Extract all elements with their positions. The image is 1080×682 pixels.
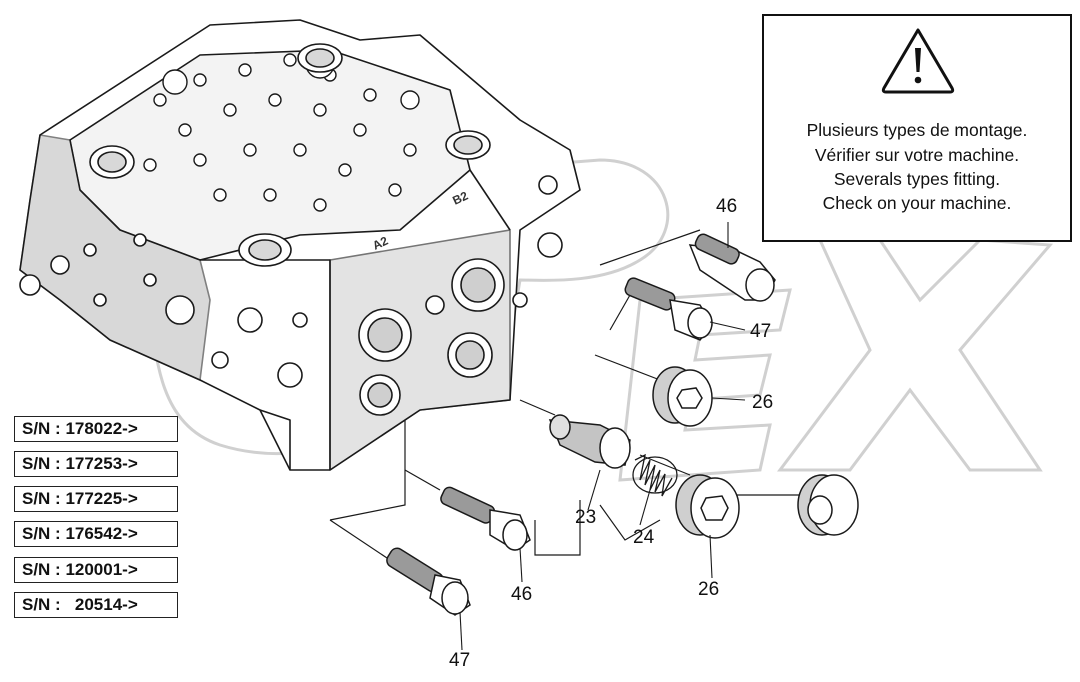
serial-number-label: S/N : 176542-> xyxy=(14,521,178,547)
assembly-lines xyxy=(329,229,800,561)
serial-number-label: S/N : 177253-> xyxy=(14,451,178,477)
warning-triangle-icon xyxy=(881,28,955,94)
cartridge-46-top xyxy=(688,233,776,302)
cartridge-47-bottom xyxy=(386,547,471,616)
valve-housing xyxy=(19,19,581,471)
cap-washer xyxy=(797,474,859,536)
callout-46-bottom: 46 xyxy=(511,584,533,605)
housing-mark-b2: B2 xyxy=(450,188,470,207)
spring-24 xyxy=(632,453,678,497)
serial-number-label: S/N : 177225-> xyxy=(14,486,178,512)
sleeve-23 xyxy=(548,414,631,469)
plug-26-bottom xyxy=(675,474,740,539)
callout-46-top: 46 xyxy=(716,196,738,217)
warning-line-2: Vérifier sur votre machine. xyxy=(814,145,1020,165)
ports xyxy=(19,43,563,416)
cartridge-47-top xyxy=(624,277,713,341)
callout-47-top: 47 xyxy=(750,321,772,342)
warning-line-3: Severals types fitting. xyxy=(833,169,1001,189)
warning-line-1: Plusieurs types de montage. xyxy=(806,120,1028,140)
leader-lines xyxy=(459,222,746,651)
serial-number-label: S/N : 120001-> xyxy=(14,557,178,583)
cartridge-46-bottom xyxy=(440,486,531,551)
housing-mark-a2: A2 xyxy=(370,233,390,252)
serial-number-label: S/N : 178022-> xyxy=(14,416,178,442)
plug-26-top xyxy=(652,366,713,427)
warning-line-4: Check on your machine. xyxy=(822,193,1012,213)
serial-number-label: S/N : 20514-> xyxy=(14,592,178,618)
callout-26-top: 26 xyxy=(752,392,774,413)
callout-24: 24 xyxy=(633,527,655,548)
callout-47-bottom: 47 xyxy=(449,650,471,671)
callout-23: 23 xyxy=(575,507,597,528)
warning-box: Plusieurs types de montage. Vérifier sur… xyxy=(762,14,1072,242)
callout-26-bottom: 26 xyxy=(698,579,720,600)
